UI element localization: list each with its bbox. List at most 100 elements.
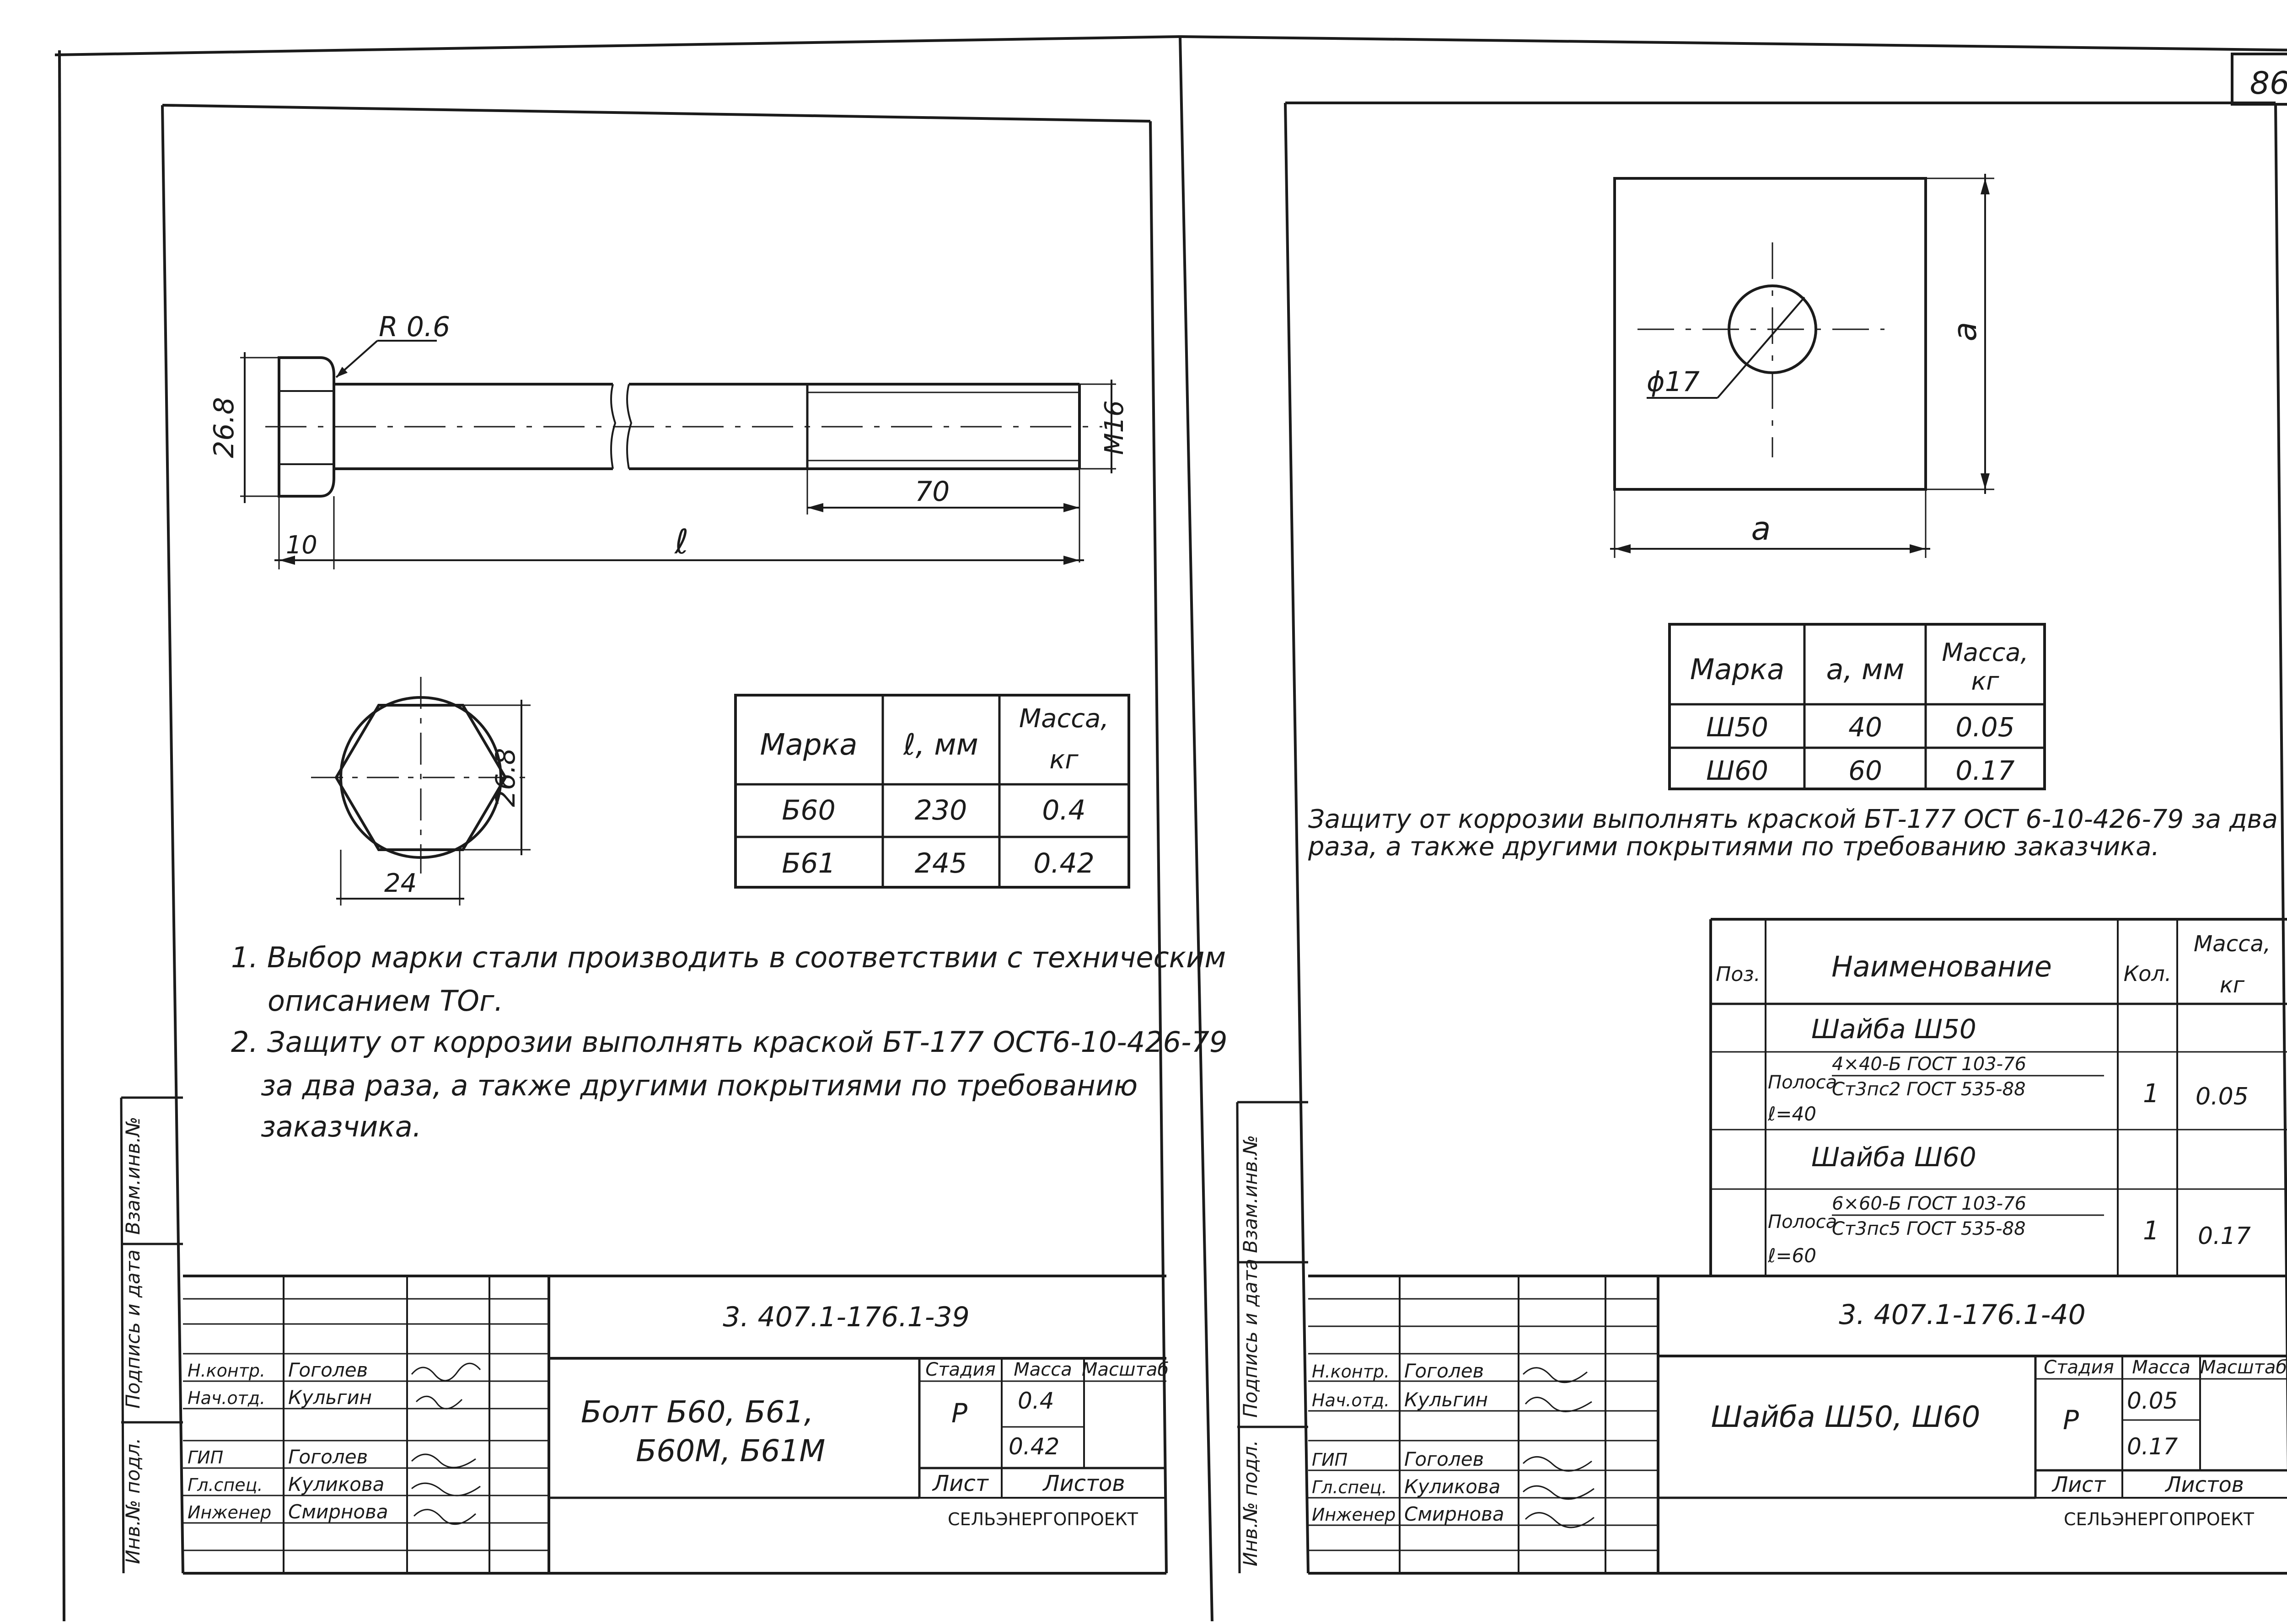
left-title-block: 3. 407.1-176.1-39 Н.контр. Нач.отд. ГИП … [183,1275,1169,1573]
thread-length-label: 70 [915,476,950,508]
right-title-block: 3. 407.1-176.1-40 Н.контр. Нач.отд. ГИП … [1308,1275,2287,1573]
radius-label: R 0.6 [379,311,450,343]
side-dim-horizontal: a [1751,510,1771,547]
name-label: Гоголев [288,1359,368,1381]
head-length-label: 10 [286,531,317,559]
side-label-signature: Подпись и дата [1239,1259,1262,1418]
washer-table: Марка a, мм Масса, кг Ш50 40 0.05 Ш60 60… [1668,623,2046,790]
role-label: Гл.спец. [1312,1477,1387,1497]
frame-top-left [54,35,1181,56]
hex-corners-label: 26.8 [490,748,521,807]
bolt-drawing [265,356,1102,498]
bolt-dimensions: R 0.6 26.8 M16 70 10 ℓ [208,311,1129,569]
length-symbol: ℓ [674,522,689,562]
hex-view: 26.8 24 [311,677,533,906]
spec-item2-top: 6×60-Б ГОСТ 103-76 [1832,1193,2026,1214]
role-label: Н.контр. [188,1361,265,1381]
side-label-replaces: Взам.инв.№ [122,1117,144,1235]
role-label: Н.контр. [1312,1361,1390,1382]
washer-table-cell: Ш60 [1706,755,1768,786]
washer-note-line2: раза, а также другими покрытиями по треб… [1308,832,2159,862]
spec-item2-length: ℓ=60 [1767,1244,1816,1267]
part-title-line2: Б60М, Б61М [636,1433,825,1469]
bolt-table-cell: 0.42 [1033,847,1095,879]
sheet-label: Лист [2051,1472,2106,1497]
hole-diameter-label: ϕ17 [1647,366,1700,398]
role-label: Гл.спец. [188,1475,263,1495]
doc-code: 3. 407.1-176.1-40 [1839,1299,2086,1331]
sheets-label: Листов [1042,1471,1125,1496]
washer-drawing: ϕ17 a a [1610,174,1994,558]
washer-table-cell: 60 [1848,755,1882,786]
spec-header-kg: кг [2220,972,2245,998]
spec-item2-qty: 1 [2143,1216,2159,1246]
doc-code: 3. 407.1-176.1-39 [723,1301,970,1333]
mass-value-1: 0.4 [1018,1388,1054,1414]
mass-value-2: 0.17 [2127,1433,2178,1460]
bolt-table-header-length: ℓ, мм [903,728,978,762]
note-line: заказчика. [261,1110,421,1143]
washer-note-line1: Защиту от коррозии выполнять краской БТ-… [1308,804,2278,834]
frame-top-right [1180,35,2287,52]
scale-label: Масштаб [2200,1357,2287,1378]
sheet-label: Лист [932,1471,989,1496]
stage-value: Р [2063,1404,2079,1436]
side-label-replaces: Взам.инв.№ [1239,1135,1262,1253]
mass-label: Масса [1014,1359,1072,1380]
role-label: ГИП [1312,1450,1348,1470]
spec-item2-bottom: Ст3пс5 ГОСТ 535-88 [1832,1218,2026,1239]
mass-value-1: 0.05 [2127,1388,2178,1414]
sheets-label: Листов [2164,1472,2244,1497]
spec-group-2: Шайба Ш60 [1811,1142,1976,1173]
role-label: Нач.отд. [188,1388,265,1408]
bolt-table-cell: Б61 [782,847,836,879]
side-label-inventory: Инв.№ подл. [122,1438,144,1564]
name-label: Гоголев [1404,1360,1484,1382]
washer-table-header-size: a, мм [1826,653,1905,686]
hex-flats-label: 24 [384,868,417,898]
specification-table: Поз. Наименование Кол. Масса, кг Шайба Ш… [1709,918,2287,1276]
note-line: описанием ТОг. [268,984,503,1018]
name-label: Куликова [1404,1475,1500,1498]
name-label: Кульгин [1404,1388,1488,1411]
role-label: Инженер [1312,1505,1396,1525]
role-label: Нач.отд. [1312,1390,1390,1410]
stage-value: Р [951,1398,967,1429]
note-line: 2. Защиту от коррозии выполнять краской … [231,1025,1227,1059]
thread-label: M16 [1100,400,1129,455]
bolt-notes: 1. Выбор марки стали производить в соотв… [231,941,1227,1143]
note-line: 1. Выбор марки стали производить в соотв… [231,941,1226,974]
part-title-line1: Болт Б60, Б61, [581,1394,814,1430]
side-label-inventory: Инв.№ подл. [1239,1440,1262,1566]
right-sheet: Взам.инв.№ Подпись и дата Инв.№ подл. ϕ1… [1236,102,2287,1575]
organization-name: СЕЛЬЭНЕРГОПРОЕКТ [948,1509,1138,1529]
washer-table-cell: 0.17 [1955,755,2014,786]
mass-label: Масса [2132,1357,2190,1378]
role-label: Инженер [188,1502,271,1522]
frame-left [58,50,65,1622]
spec-item2-prefix: Полоса [1768,1211,1837,1233]
stage-label: Стадия [2044,1357,2114,1378]
name-label: Гоголев [288,1446,368,1468]
frame-divider [1179,36,1213,1622]
name-label: Смирнова [288,1501,388,1523]
stage-label: Стадия [925,1359,995,1380]
left-side-strip: Взам.инв.№ Подпись и дата Инв.№ подл. [120,1096,183,1574]
spec-item1-length: ℓ=40 [1767,1103,1816,1125]
spec-item1-bottom: Ст3пс2 ГОСТ 535-88 [1832,1079,2026,1100]
bolt-table-header-kg: кг [1049,745,1079,775]
washer-table-header-mark: Марка [1690,653,1784,686]
scale-label: Масштаб [1082,1359,1169,1380]
name-label: Кульгин [288,1386,372,1409]
washer-table-cell: 40 [1848,712,1882,743]
bolt-table-header-mark: Марка [760,728,858,762]
washer-table-header-mass: Масса, [1942,638,2028,667]
spec-item1-top: 4×40-Б ГОСТ 103-76 [1832,1054,2026,1075]
head-height-label: 26.8 [208,397,240,458]
name-label: Куликова [288,1473,384,1495]
part-title: Шайба Ш50, Ш60 [1711,1400,1981,1434]
spec-item1-prefix: Полоса [1768,1072,1837,1093]
signature [1522,1367,1594,1528]
